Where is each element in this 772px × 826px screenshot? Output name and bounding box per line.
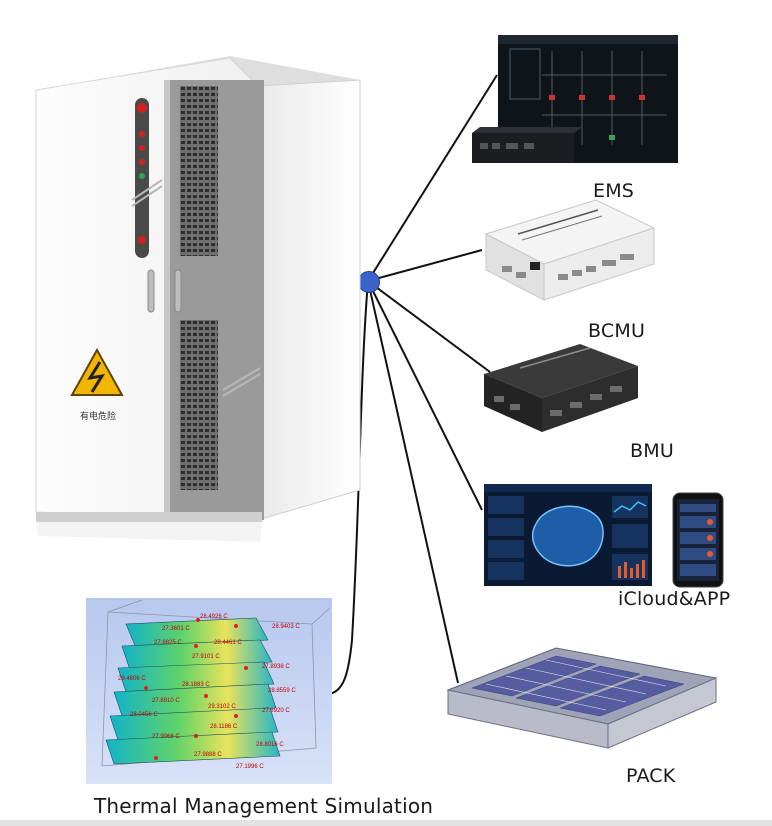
- mobile-app-image: [672, 492, 724, 588]
- bcmu-device-image: [478, 198, 658, 306]
- bmu-label: BMU: [630, 440, 674, 462]
- bottom-divider: [0, 820, 772, 826]
- cloud-dashboard-image: [484, 484, 652, 586]
- simulation-label: Thermal Management Simulation: [94, 794, 433, 818]
- battery-pack-image: [446, 644, 722, 752]
- battery-cabinet-image: [30, 50, 370, 590]
- bcmu-label: BCMU: [588, 320, 645, 342]
- ems-device-image: [472, 35, 682, 170]
- connector-pack: [368, 281, 458, 683]
- pack-label: PACK: [626, 765, 675, 787]
- connector-cloud: [368, 281, 482, 510]
- cloud-app-label: iCloud&APP: [618, 588, 730, 610]
- bmu-device-image: [480, 340, 642, 440]
- cabinet-warning-text: 有电危险: [80, 409, 116, 422]
- thermal-simulation-image: [86, 598, 332, 784]
